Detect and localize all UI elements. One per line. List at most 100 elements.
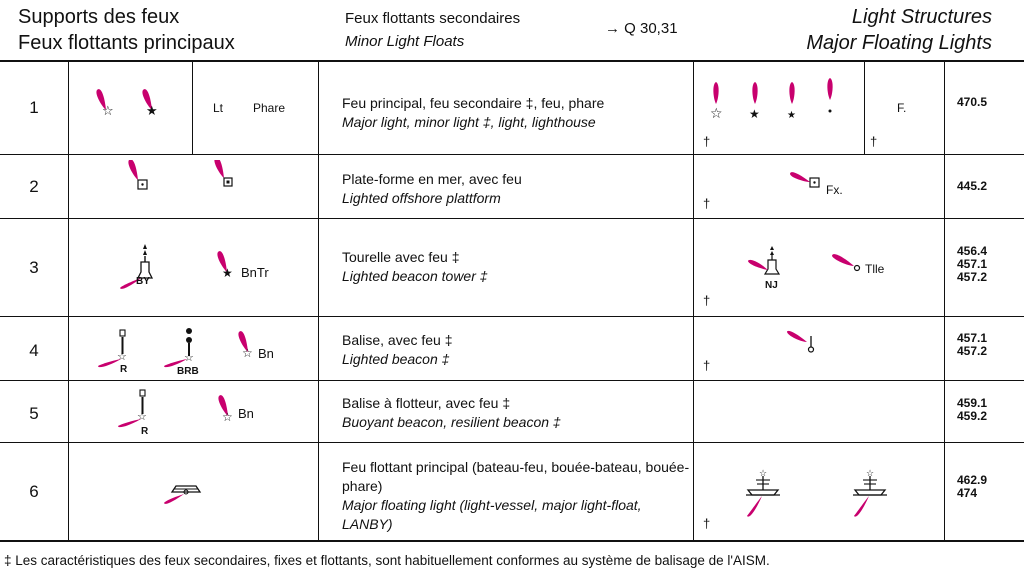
row-description: Feu flottant principal (bateau-feu, boué… <box>342 458 692 534</box>
header-subtitle-en: Minor Light Floats <box>345 33 465 50</box>
dagger-mark: † <box>870 134 878 149</box>
reference-numbers: 457.1 457.2 <box>957 331 988 358</box>
row-number: 1 <box>29 98 39 117</box>
row-number: 2 <box>29 177 39 196</box>
label-bntr: BnTr <box>241 265 269 280</box>
header-subtitle-fr: Feux flottants secondaires <box>345 10 521 27</box>
reference-numbers: 470.5 <box>957 95 988 109</box>
abbr-lt: Lt <box>213 101 224 115</box>
description-en: Lighted beacon tower ‡ <box>342 268 488 284</box>
svg-text:☆: ☆ <box>759 469 767 479</box>
label-r: R <box>141 426 149 437</box>
beacon-tower-symbol <box>120 244 154 289</box>
abbr-fx: Fx. <box>826 183 843 197</box>
label-brb: BRB <box>177 366 199 377</box>
description-fr: Balise, avec feu ‡ <box>342 332 453 348</box>
svg-text:☆: ☆ <box>866 469 874 479</box>
label-nj: NJ <box>765 280 778 291</box>
svg-text:☆: ☆ <box>222 410 233 422</box>
beacon-light-symbol: ☆ <box>218 395 233 422</box>
svg-text:☆: ☆ <box>242 346 253 358</box>
offshore-platform-symbol <box>790 172 820 188</box>
lighted-beacon-symbol: ☆ <box>98 329 127 368</box>
light-variants-symbol: ☆ ★ ★ <box>710 78 833 122</box>
column-divider <box>944 60 945 540</box>
svg-text:★: ★ <box>749 107 760 121</box>
row-number: 6 <box>29 482 39 501</box>
description-en: Major light, minor light ‡, light, light… <box>342 114 596 130</box>
footnote: ‡ Les caractéristiques des feux secondai… <box>4 553 770 568</box>
description-fr: Plate-forme en mer, avec feu <box>342 171 522 187</box>
column-divider <box>68 60 69 540</box>
column-divider <box>192 60 193 154</box>
header: Supports des feux Feux flottants princip… <box>0 0 1024 60</box>
row-divider <box>0 380 1024 381</box>
abbr-f: F. <box>897 101 907 115</box>
row-divider <box>0 218 1024 219</box>
row-description: Balise à flotteur, avec feu ‡ Buoyant be… <box>342 394 692 432</box>
label-bn: Bn <box>238 406 254 421</box>
svg-text:☆: ☆ <box>102 104 114 119</box>
header-title-en-1: Light Structures <box>851 6 992 28</box>
offshore-platform-symbol <box>128 160 233 190</box>
label-tlle: Tlle <box>865 262 885 276</box>
label-by: BY <box>136 276 150 287</box>
lighted-beacon-symbol: ☆ <box>164 328 194 368</box>
description-fr: Feu flottant principal (bateau-feu, boué… <box>342 459 690 494</box>
buoyant-beacon-symbol: ☆ <box>118 389 147 428</box>
row-description: Balise, avec feu ‡ Lighted beacon ‡ <box>342 331 692 369</box>
svg-text:☆: ☆ <box>137 410 147 423</box>
dagger-mark: † <box>703 134 711 149</box>
abbr-phare: Phare <box>253 101 286 115</box>
label-r: R <box>120 364 128 375</box>
svg-text:☆: ☆ <box>184 351 194 364</box>
row-number: 3 <box>29 258 39 277</box>
cross-reference: → Q 30,31 <box>605 20 678 37</box>
table-top-border <box>0 60 1024 62</box>
svg-text:☆: ☆ <box>710 106 723 122</box>
row-divider <box>0 316 1024 317</box>
column-divider <box>318 60 319 540</box>
row-divider <box>0 442 1024 443</box>
dagger-mark: † <box>703 516 711 531</box>
header-title-en-2: Major Floating Lights <box>806 32 992 54</box>
light-vessel-symbol: ☆ <box>853 469 887 517</box>
reference-numbers: 445.2 <box>957 179 988 193</box>
description-en: Lighted offshore plattform <box>342 190 501 206</box>
dagger-mark: † <box>703 358 711 373</box>
row-description: Feu principal, feu secondaire ‡, feu, ph… <box>342 94 692 132</box>
column-divider <box>864 60 865 154</box>
svg-text:★: ★ <box>146 104 158 119</box>
reference-numbers: 459.1 459.2 <box>957 396 988 423</box>
description-fr: Feu principal, feu secondaire ‡, feu, ph… <box>342 95 605 111</box>
turret-light-symbol <box>832 254 861 272</box>
beacon-tower-light-symbol: ★ <box>217 251 233 278</box>
beacon-light-symbol: ☆ <box>238 331 253 358</box>
description-en: Major floating light (light-vessel, majo… <box>342 497 642 532</box>
dagger-mark: † <box>703 293 711 308</box>
dagger-mark: † <box>703 196 711 211</box>
header-title-fr-1: Supports des feux <box>18 6 180 28</box>
row-description: Plate-forme en mer, avec feu Lighted off… <box>342 170 692 208</box>
description-en: Buoyant beacon, resilient beacon ‡ <box>342 414 561 430</box>
table-bottom-border <box>0 540 1024 542</box>
major-light-symbol: ☆ ★ <box>96 89 158 119</box>
reference-numbers: 462.9 474 <box>957 473 988 500</box>
label-bn: Bn <box>258 346 274 361</box>
description-en: Lighted beacon ‡ <box>342 351 450 367</box>
beacon-light-symbol <box>787 330 815 353</box>
description-fr: Balise à flotteur, avec feu ‡ <box>342 395 511 411</box>
svg-text:☆: ☆ <box>117 350 127 363</box>
beacon-tower-symbol <box>748 246 781 275</box>
column-divider <box>693 60 694 540</box>
reference-numbers: 456.4 457.1 457.2 <box>957 244 988 284</box>
row-description: Tourelle avec feu ‡ Lighted beacon tower… <box>342 248 692 286</box>
header-title-fr-2: Feux flottants principaux <box>18 32 235 54</box>
svg-text:★: ★ <box>787 110 796 121</box>
row-number: 4 <box>29 341 39 360</box>
light-vessel-symbol: ☆ <box>746 469 780 517</box>
svg-text:★: ★ <box>222 266 233 278</box>
row-divider <box>0 154 1024 155</box>
light-float-symbol <box>164 485 202 504</box>
row-number: 5 <box>29 404 39 423</box>
